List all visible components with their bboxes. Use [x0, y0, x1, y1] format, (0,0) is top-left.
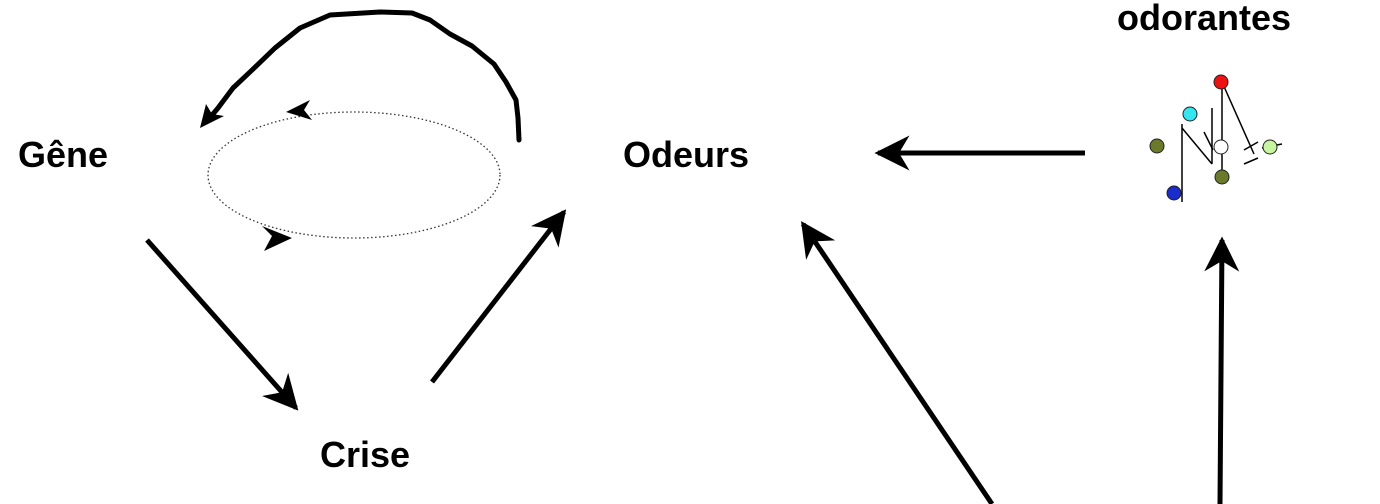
arrow-bottom-to-molecule — [1204, 236, 1240, 504]
arrow-crise-to-odeurs — [430, 209, 567, 384]
cycle-arrowhead-top — [286, 100, 312, 120]
node-gene: Gêne — [18, 134, 109, 175]
cycle-arrowhead-bottom — [262, 226, 292, 251]
cycle-ellipse — [207, 111, 501, 239]
feedback-curve-arrow — [205, 9, 522, 143]
atom-blue — [1166, 185, 1182, 201]
arrow-bottom-to-odeurs — [800, 221, 995, 504]
node-crise: Crise — [320, 434, 411, 475]
node-odorantes: odorantes — [1117, 0, 1292, 38]
atom-white — [1213, 139, 1229, 155]
atom-cyan — [1182, 106, 1198, 122]
feedback-curve-arrowhead — [200, 104, 224, 128]
node-odeurs: Odeurs — [623, 134, 750, 175]
atom-olive-left — [1149, 138, 1165, 154]
arrow-gene-to-crise — [145, 238, 299, 411]
atom-light-green — [1262, 139, 1278, 155]
molecule-icon — [1149, 74, 1283, 202]
atom-olive-right — [1214, 169, 1230, 185]
atom-red — [1213, 74, 1229, 90]
